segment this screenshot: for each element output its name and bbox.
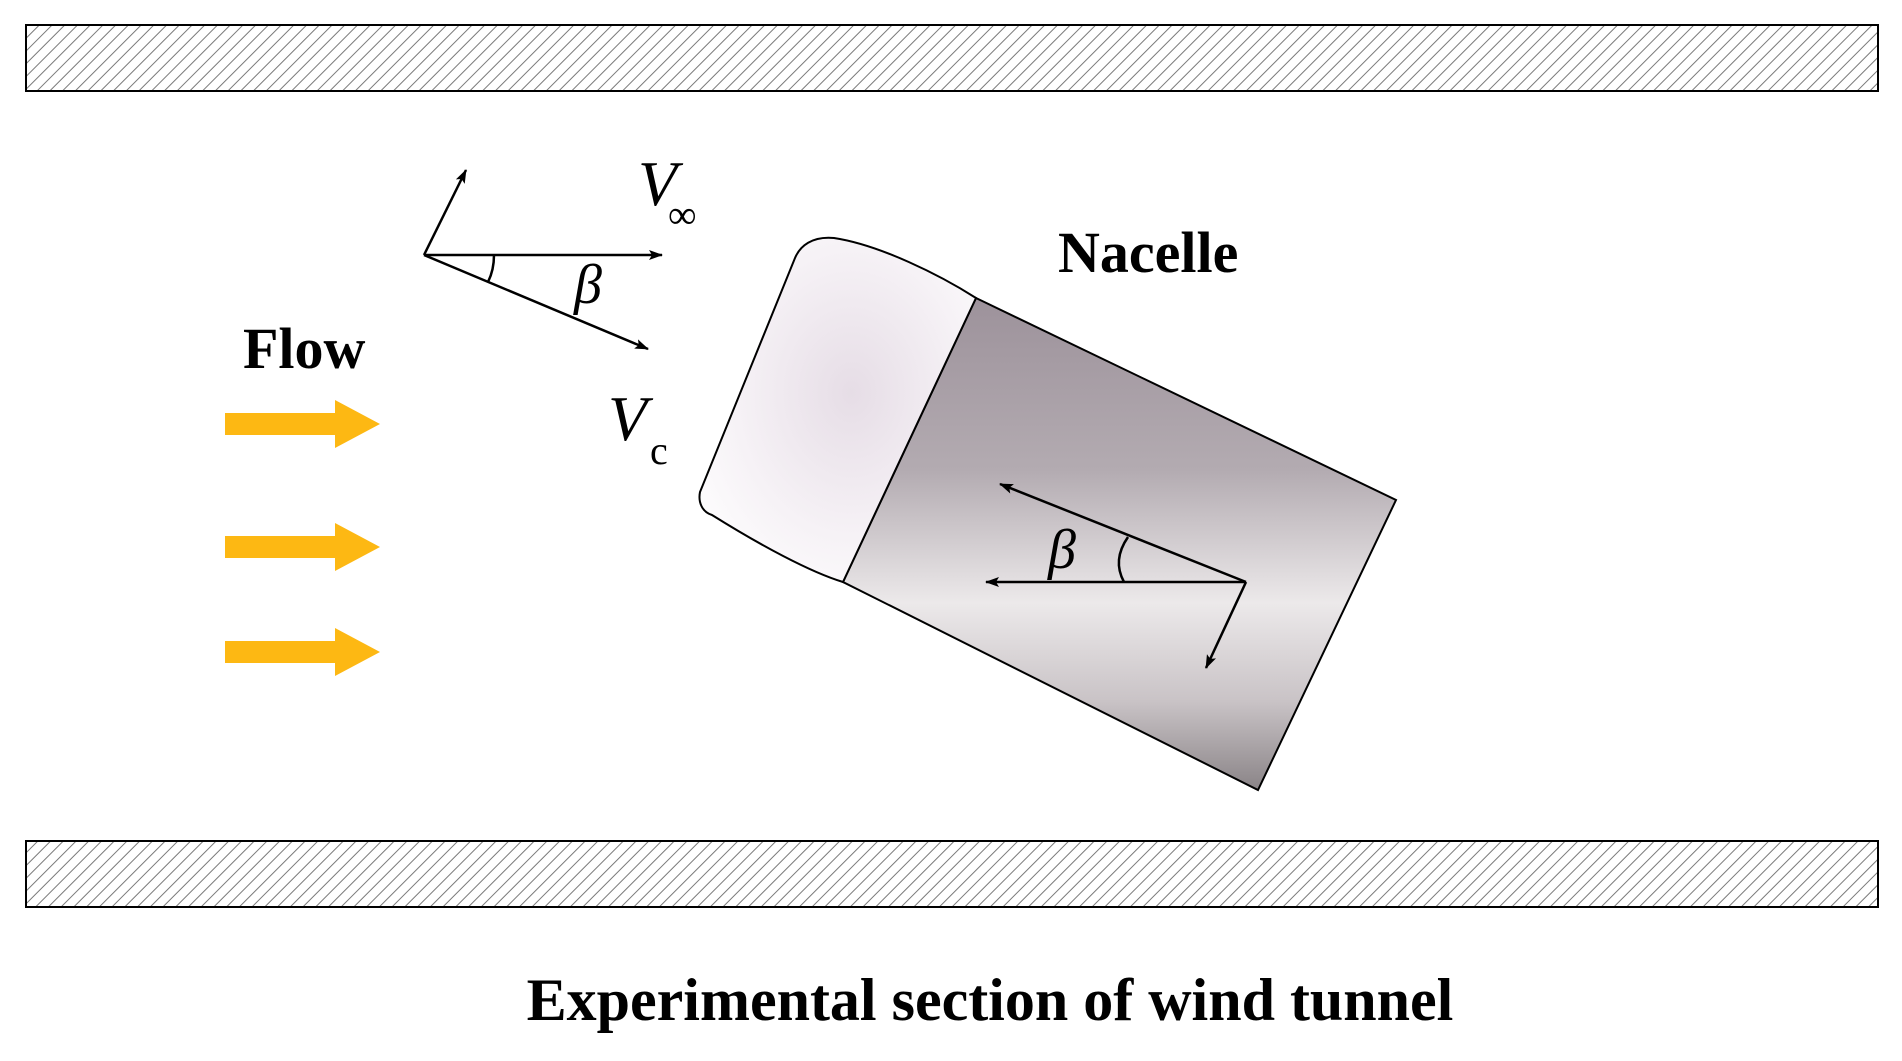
- v-infinity-label: V ∞: [638, 148, 697, 237]
- beta-angle-arc: [486, 254, 496, 283]
- nacelle-normal-vector: [1204, 581, 1248, 669]
- flow-label: Flow: [243, 316, 366, 381]
- diagram-caption: Experimental section of wind tunnel: [527, 967, 1454, 1033]
- beta-nacelle-label: β: [1047, 519, 1076, 581]
- normal-vector: [422, 169, 468, 256]
- nacelle-vector-diagram: [985, 482, 1248, 669]
- tunnel-wall-bottom: [25, 840, 1879, 908]
- nacelle-label: Nacelle: [1058, 220, 1238, 285]
- flow-arrow-icon: [225, 628, 380, 676]
- flow-arrow-icon: [225, 400, 380, 448]
- beta-top-label: β: [573, 254, 602, 316]
- nacelle: [698, 236, 1398, 792]
- nacelle-axis-vector: [999, 482, 1247, 584]
- flow-arrows: [225, 400, 380, 676]
- flow-arrow-icon: [225, 523, 380, 571]
- nacelle-beta-arc: [1117, 536, 1130, 583]
- tunnel-wall-top: [25, 24, 1879, 92]
- v-c-label: V c: [608, 383, 668, 473]
- svg-text:V: V: [608, 383, 654, 454]
- crossflow-vector: [423, 253, 649, 351]
- svg-text:∞: ∞: [668, 192, 697, 237]
- velocity-vector-diagram: [422, 169, 663, 351]
- svg-text:V: V: [638, 148, 684, 219]
- nacelle-inlet: [698, 236, 978, 584]
- svg-text:c: c: [650, 428, 668, 473]
